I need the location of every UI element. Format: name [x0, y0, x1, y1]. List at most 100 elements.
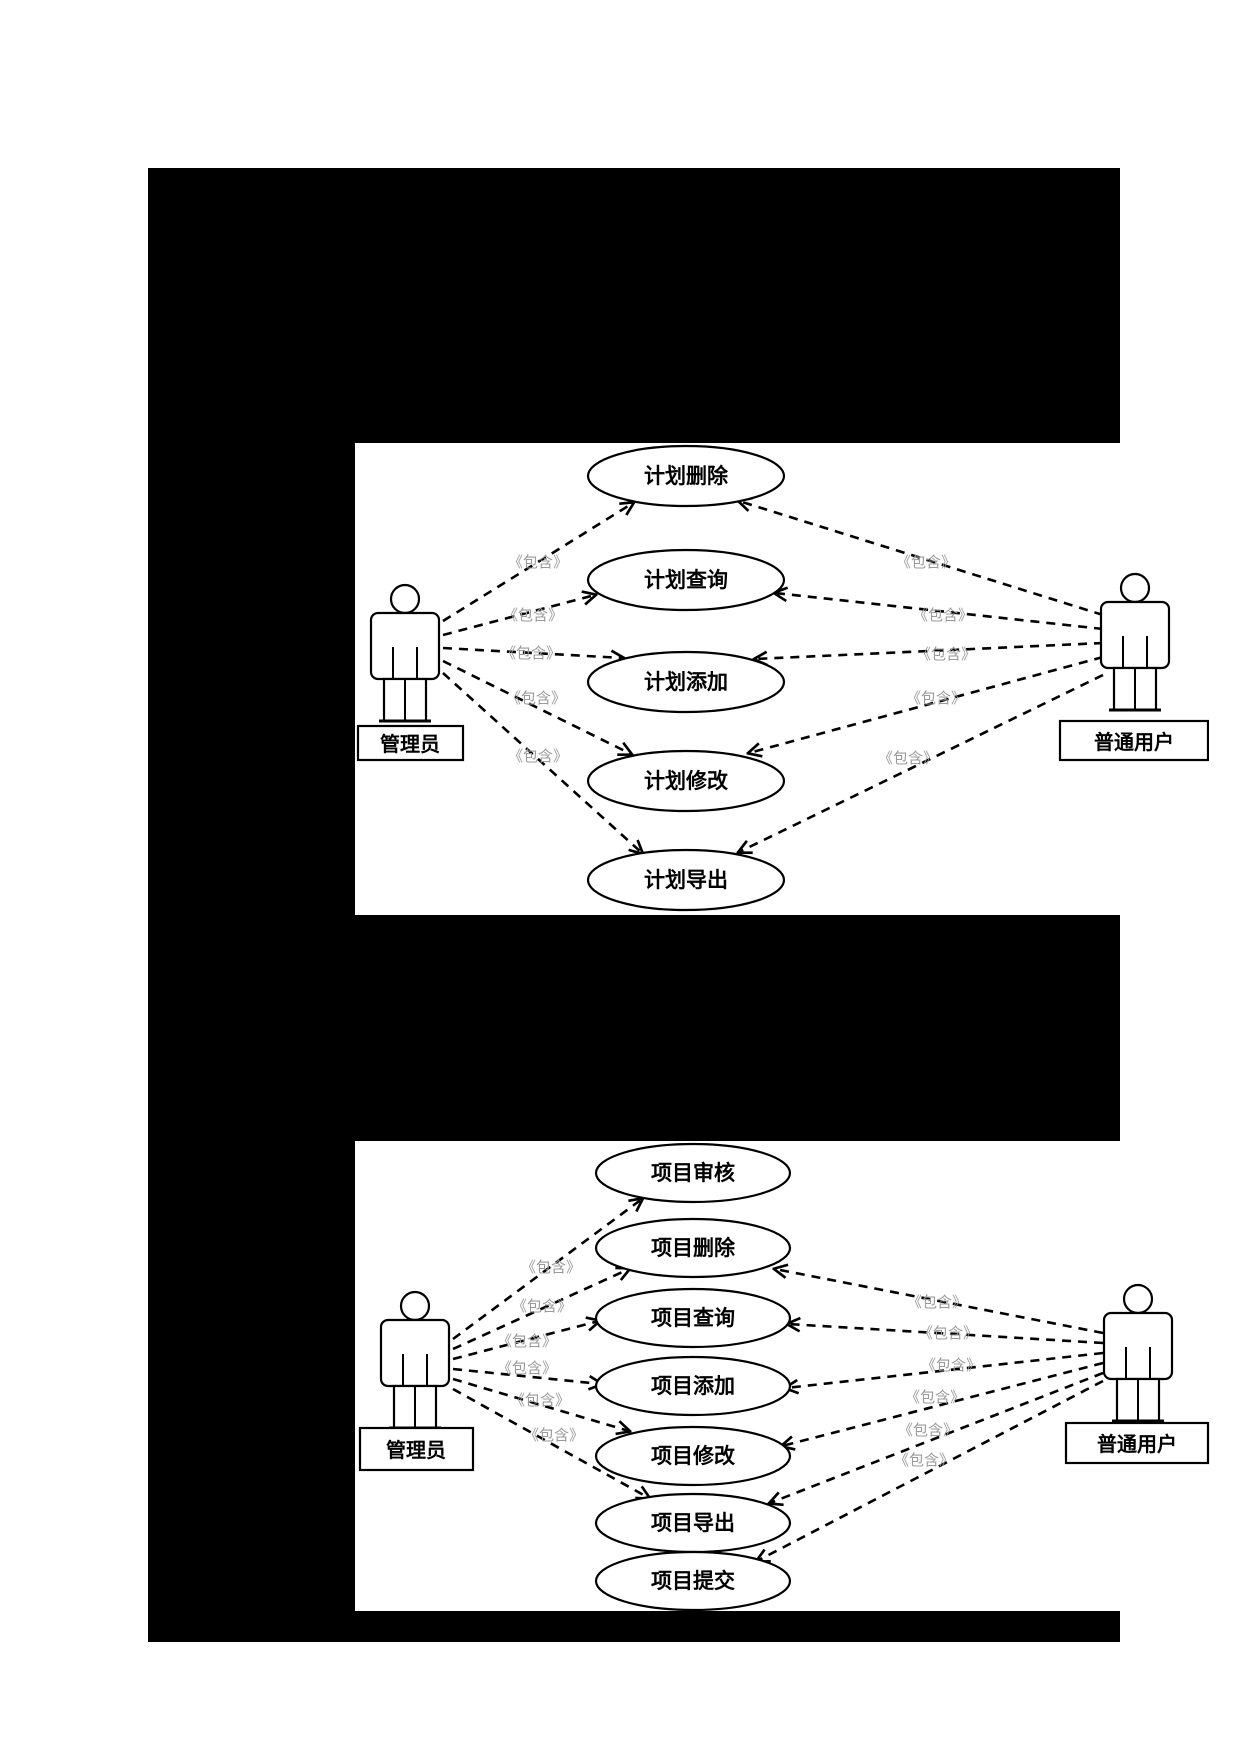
include-stereotype: 《包含》: [512, 1297, 572, 1315]
include-edge: [749, 655, 1104, 753]
usecase-project-export: 项目导出: [594, 1492, 792, 1554]
project-use-case-diagram-panel: 项目审核 项目删除 项目查询 项目添加 项目修改: [355, 1141, 1210, 1611]
include-stereotype: 《包含》: [916, 645, 976, 663]
include-edge: [770, 1371, 1104, 1503]
admin-actor-label-box: [358, 1426, 475, 1472]
project-user-include-edges: [757, 1269, 1104, 1561]
include-stereotype: 《包含》: [508, 747, 568, 765]
include-stereotype: 《包含》: [524, 1426, 584, 1444]
include-edge: [775, 593, 1104, 631]
usecase-ellipse: [594, 1425, 792, 1487]
usecase-plan-delete: 计划删除: [586, 444, 786, 508]
user-actor-label: 普通用户: [1094, 730, 1174, 754]
usecase-plan-query: 计划查询: [586, 548, 786, 612]
include-stereotype: 《包含》: [503, 606, 563, 624]
include-edge: [452, 1367, 601, 1384]
admin-actor-label-box: [356, 724, 465, 762]
usecase-project-modify: 项目修改: [594, 1425, 792, 1487]
include-edge: [775, 1269, 1104, 1335]
include-stereotype: 《包含》: [878, 749, 938, 767]
user-actor-figure: 普通用户: [1064, 1283, 1210, 1465]
include-edge: [452, 1269, 629, 1351]
plan-use-case-diagram-panel: 计划删除 计划查询 计划添加 计划修改 计划导出: [355, 443, 1209, 915]
usecase-ellipse: [586, 848, 786, 912]
project-diagram-svg: 项目审核 项目删除 项目查询 项目添加 项目修改: [358, 1142, 1210, 1611]
usecase-label: 项目删除: [651, 1236, 736, 1260]
include-edge: [452, 1199, 642, 1341]
include-stereotype: 《包含》: [497, 1359, 557, 1377]
usecase-label: 计划导出: [644, 868, 728, 892]
usecase-label: 项目导出: [651, 1511, 735, 1535]
usecase-ellipse: [586, 749, 786, 813]
include-stereotype: 《包含》: [913, 606, 973, 624]
include-edge: [786, 1351, 1104, 1388]
include-stereotype: 《包含》: [907, 1293, 967, 1311]
include-stereotype: 《包含》: [921, 1356, 981, 1374]
usecase-label: 项目修改: [651, 1444, 736, 1468]
include-edge: [452, 1387, 649, 1498]
include-stereotype: 《包含》: [905, 1388, 965, 1406]
usecase-project-query: 项目查询: [594, 1287, 792, 1349]
usecase-label: 项目提交: [651, 1569, 735, 1593]
include-edge: [452, 1377, 629, 1431]
user-actor-label: 普通用户: [1097, 1432, 1177, 1456]
include-edge: [442, 672, 642, 853]
usecase-label: 计划删除: [644, 464, 729, 488]
user-actor-label-box: [1058, 719, 1209, 762]
include-stereotype: 《包含》: [906, 689, 966, 707]
admin-actor-figure: 管理员: [356, 583, 465, 762]
include-stereotype: 《包含》: [508, 553, 568, 571]
include-edge: [757, 1379, 1104, 1561]
include-edge: [442, 659, 631, 754]
usecase-ellipse: [594, 1142, 792, 1204]
plan-diagram-svg: 计划删除 计划查询 计划添加 计划修改 计划导出: [356, 444, 1209, 912]
plan-admin-include-edges: [442, 503, 642, 853]
usecase-ellipse: [594, 1217, 792, 1279]
include-stereotype: 《包含》: [497, 1332, 557, 1350]
usecase-project-submit: 项目提交: [594, 1550, 792, 1611]
usecase-label: 计划添加: [644, 670, 728, 694]
usecase-ellipse: [586, 548, 786, 612]
plan-left-stereotype-labels: 《包含》 《包含》 《包含》 《包含》 《包含》: [501, 553, 568, 765]
usecase-ellipse: [586, 444, 786, 508]
include-edge: [788, 1324, 1104, 1345]
include-edge: [739, 673, 1104, 852]
usecase-project-add: 项目添加: [594, 1355, 792, 1417]
project-admin-include-edges: [452, 1199, 649, 1498]
usecase-label: 项目查询: [651, 1306, 735, 1330]
include-stereotype: 《包含》: [506, 689, 566, 707]
usecase-plan-modify: 计划修改: [586, 749, 786, 813]
admin-actor-label: 管理员: [380, 732, 440, 756]
usecase-label: 项目审核: [651, 1161, 735, 1185]
include-edge: [782, 1361, 1104, 1446]
usecase-project-delete: 项目删除: [594, 1217, 792, 1279]
project-right-stereotype-labels: 《包含》 《包含》 《包含》 《包含》 《包含》 《包含》: [894, 1293, 981, 1469]
usecase-label: 计划修改: [644, 769, 729, 793]
usecase-project-review: 项目审核: [594, 1142, 792, 1204]
figure-black-background: 计划删除 计划查询 计划添加 计划修改 计划导出: [148, 168, 1210, 1642]
include-stereotype: 《包含》: [521, 1258, 581, 1276]
include-edge: [442, 595, 595, 637]
plan-right-stereotype-labels: 《包含》 《包含》 《包含》 《包含》 《包含》: [878, 553, 976, 767]
include-stereotype: 《包含》: [918, 1324, 978, 1342]
include-stereotype: 《包含》: [501, 644, 561, 662]
include-edge: [442, 503, 633, 623]
include-stereotype: 《包含》: [510, 1391, 570, 1409]
include-edge: [755, 641, 1104, 659]
usecase-ellipse: [594, 1287, 792, 1349]
include-stereotype: 《包含》: [894, 1451, 954, 1469]
include-stereotype: 《包含》: [898, 1421, 958, 1439]
include-stereotype: 《包含》: [896, 553, 956, 571]
usecase-label: 计划查询: [644, 568, 728, 592]
usecase-ellipse: [594, 1550, 792, 1611]
admin-actor-figure: 管理员: [358, 1290, 475, 1472]
project-left-stereotype-labels: 《包含》 《包含》 《包含》 《包含》 《包含》 《包含》: [497, 1258, 584, 1444]
usecase-ellipse: [586, 650, 786, 714]
usecase-plan-add: 计划添加: [586, 650, 786, 714]
include-edge: [442, 646, 623, 658]
plan-user-include-edges: [739, 501, 1104, 852]
usecase-plan-export: 计划导出: [586, 848, 786, 912]
user-actor-label-box: [1064, 1421, 1210, 1465]
usecase-label: 项目添加: [651, 1374, 735, 1398]
